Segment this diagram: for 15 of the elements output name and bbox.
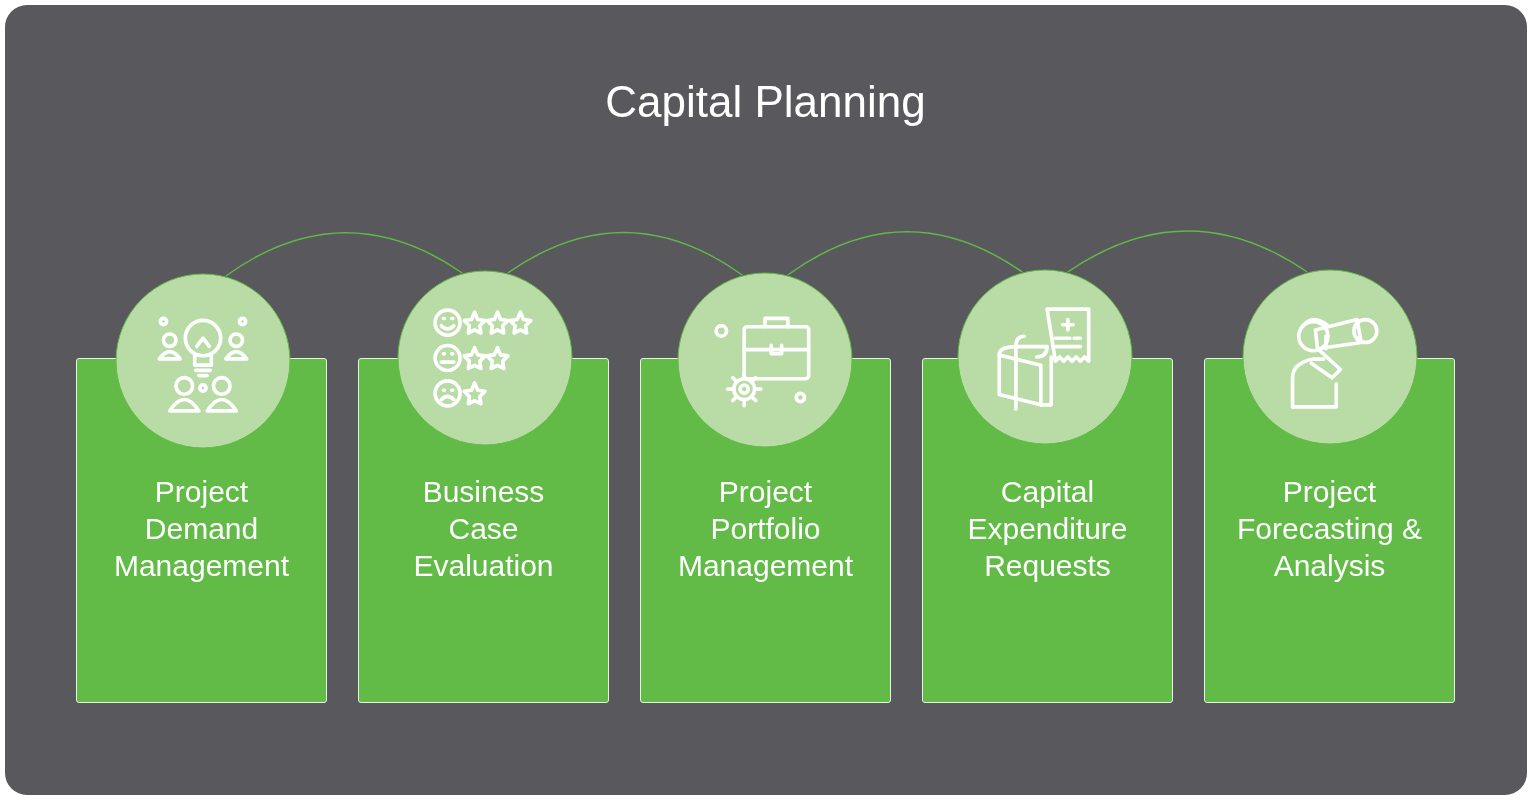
connector-arc — [507, 231, 743, 276]
icon-circle — [1242, 269, 1418, 445]
icon-circle — [957, 269, 1133, 445]
icon-circle — [115, 273, 291, 449]
connector-arc — [1067, 230, 1308, 273]
card-title: Business Case Evaluation — [412, 474, 555, 584]
card-title: Project Demand Management — [112, 474, 291, 584]
connector-arc — [225, 232, 463, 277]
title: Capital Planning — [605, 76, 926, 128]
icon-circle — [677, 272, 853, 448]
card-title: Capital Expenditure Requests — [966, 474, 1129, 584]
card-title: Project Forecasting & Analysis — [1235, 474, 1424, 584]
connector-arc — [787, 231, 1023, 276]
card-title: Project Portfolio Management — [676, 474, 855, 584]
icon-circle — [397, 270, 573, 446]
